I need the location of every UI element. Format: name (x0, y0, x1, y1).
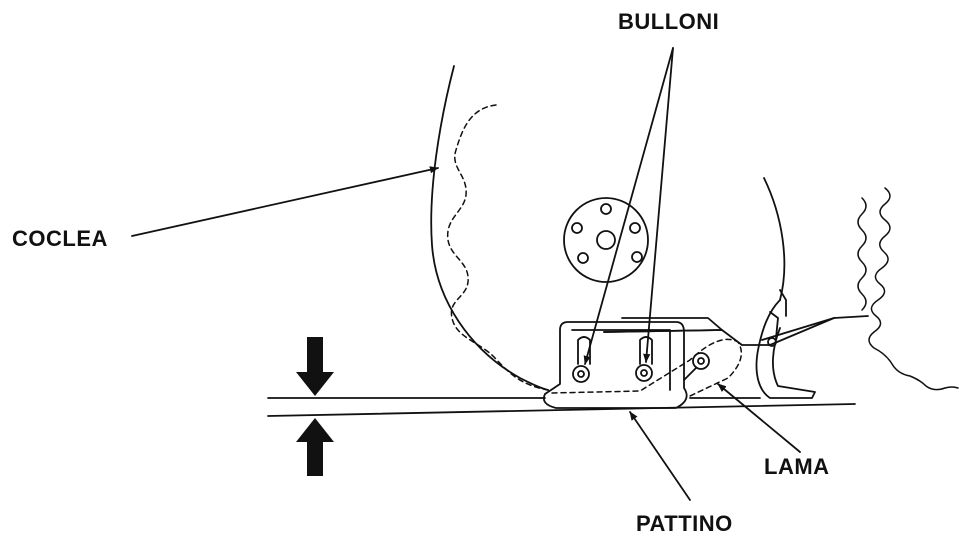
drive-hub (563, 197, 649, 283)
bulloni-arrow-left (583, 47, 674, 365)
auger-housing-outline (430, 65, 549, 391)
ground-line-bottom (267, 403, 856, 417)
skid-shoe (542, 321, 688, 409)
coclea-arrow (131, 166, 439, 237)
up-adjust-arrow (296, 418, 334, 476)
bolt-right (635, 364, 653, 382)
lama-arrow (717, 383, 801, 453)
bolt-left (572, 365, 590, 383)
bulloni-label: BULLONI (618, 9, 720, 34)
pattino-arrow (629, 411, 691, 501)
snow-edge (868, 187, 959, 391)
auger-blade-dashed (447, 104, 549, 391)
coclea-label: COCLEA (12, 226, 108, 251)
pattino-label: PATTINO (636, 511, 733, 536)
lama-label: LAMA (764, 454, 830, 479)
down-adjust-arrow (296, 337, 334, 396)
bulloni-arrow-right (643, 47, 674, 363)
impeller-housing (763, 177, 786, 301)
